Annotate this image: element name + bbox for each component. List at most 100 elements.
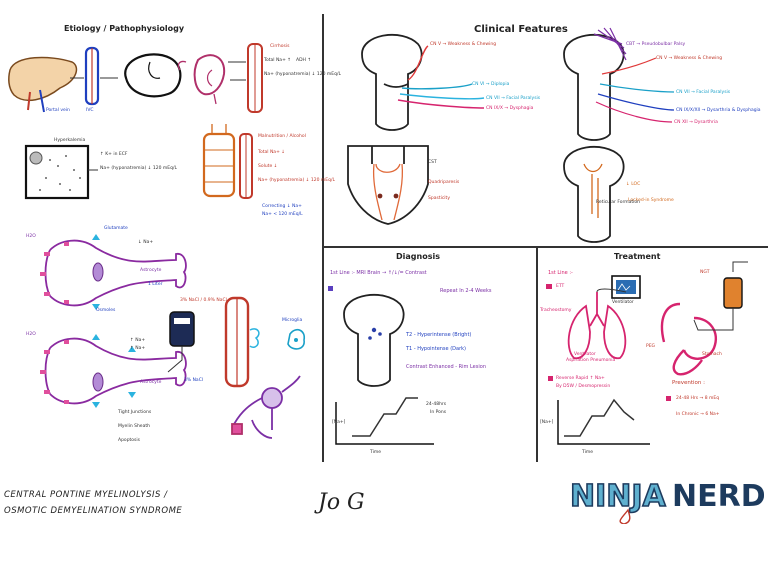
ivc-vessel [70, 46, 118, 106]
neuron-2 [44, 337, 187, 405]
diagram-title-line-1: CENTRAL PONTINE MYELINOLYSIS / [4, 490, 168, 500]
neuron-2-h2o: H2O [26, 332, 36, 337]
treatment-lungs-2: Aspiration Pneumonia [566, 358, 616, 363]
treatment-prevention: Prevention : [672, 380, 706, 386]
hyperkalemia-label: Hyperkalemia [54, 138, 86, 143]
ngt-bag [693, 261, 748, 331]
treatment-reverse-2: By D5W / Desmopressin [556, 384, 611, 389]
treatment-reverse-1: Reverse Rapid ↑ Na+ [556, 376, 605, 381]
diagnosis-contrast: Contrast Enhanced - Rim Lesion [406, 364, 486, 370]
diagnosis-graph-note1: 24-48hrs [426, 402, 447, 407]
malnutrition-label: Malnutrition / Alcohol [258, 134, 306, 139]
cirrhosis-label: Cirrhosis [270, 44, 290, 49]
diag-treatment-divider [536, 246, 538, 462]
ventilator-monitor [611, 275, 641, 299]
cirrhosis-note-1: Total Na+ ↑ [264, 58, 292, 63]
brainstem-right [563, 33, 625, 141]
treatment-graph [557, 398, 650, 445]
treatment-prev-2: In Chronic → 6 Na+ [676, 412, 720, 417]
neuron-2-na-2: ↑ Na+ [130, 346, 146, 351]
hyperkalemia-tank [24, 144, 98, 200]
oligodendrocyte [231, 375, 301, 439]
treatment-title: Treatment [614, 252, 661, 261]
oligo-label-1: Tight Junctions [118, 410, 152, 415]
kidney-illustration [177, 54, 226, 105]
cirrhosis-note-3: Na+ (hyponatremia) ↓ 120 mEq/L [264, 72, 342, 77]
diagnosis-line1b: Repeat In 2-4 Weeks [440, 288, 492, 294]
diagnosis-graph-x: Time [370, 450, 382, 455]
neuron-2-na-1: ↑ Na+ [130, 338, 146, 343]
treatment-graph-y: [Na+] [540, 420, 554, 425]
treatment-ngt: NGT [700, 270, 710, 275]
stomach [660, 302, 717, 376]
brainstem-reticular [563, 145, 625, 243]
clinical-cst: CST [428, 160, 437, 165]
neuron-2-cyan-channels [92, 334, 136, 408]
neuron-1-h2o: H2O [26, 234, 36, 239]
clinical-right-cn12: CN XII → Dysarthria [674, 120, 718, 125]
diagnosis-t1: T1 - Hypointense (Dark) [406, 346, 466, 352]
microglia-label: Microglia [282, 318, 303, 323]
clinical-spasticity: Spasticity [428, 196, 450, 201]
hyper-note-1: ↑ K+ in ECF [100, 152, 128, 157]
correction-note-2: Na+ < 120 mEq/L [262, 212, 303, 217]
malnutrition-note-3: Na+ (hyponatremia) ↓ 120 mEq/L [258, 178, 336, 183]
neuron-1-glutamate: Glutamate [104, 226, 128, 231]
treatment-ett: ETT [556, 284, 565, 289]
portal-label: Portal vein [46, 108, 70, 113]
malnutrition-note-1: Total Na+ ↓ [258, 150, 286, 155]
treatment-drawings [546, 261, 748, 445]
vessel-2 [224, 296, 260, 388]
diagnosis-t2: T2 - Hyperintense (Bright) [406, 332, 472, 338]
neuron-1-na: ↓ Na+ [138, 240, 154, 245]
brainstem-left [361, 33, 423, 131]
whiteboard: Etiology / Pathophysiology Clinical Feat… [8, 14, 768, 462]
ivc-label: IVC [86, 108, 94, 113]
tract-markers [377, 193, 399, 199]
author-signature: Jo G [318, 490, 365, 515]
ninja-nerd-logo: NINJA NERD [569, 478, 764, 524]
diagnosis-bullet [328, 286, 333, 291]
neuron-1-osmoles: Osmoles [96, 308, 116, 313]
neuron-1 [44, 239, 187, 307]
clinical-reticular: Reticular Formation [596, 200, 641, 205]
etiology-title: Etiology / Pathophysiology [64, 24, 185, 33]
treatment-ett-sub: Tracheostomy [540, 308, 572, 313]
clinical-left-cn5: CN V → Weakness & Chewing [430, 42, 497, 47]
neuron-1-liter: 1 Liter [148, 282, 163, 287]
ett-marker [546, 284, 552, 289]
treatment-stomach: Stomach [702, 352, 722, 357]
etiology-drawings [8, 43, 306, 439]
diagnosis-graph-note2: In Pons [430, 410, 447, 415]
reverse-marker [548, 376, 553, 381]
mri-lesion [368, 327, 382, 340]
logo-nerd-text: NERD [672, 479, 764, 514]
clinical-left-cn9: CN IX/X → Dysphagia [486, 106, 534, 111]
treatment-first-line: 1st Line :- [548, 270, 573, 276]
diagnosis-graph-y: [Na+] [332, 420, 346, 425]
iv-bag [167, 311, 195, 373]
clinical-right-cn7: CN VII → Facial Paralysis [676, 90, 731, 95]
clinical-quadriparesis: Quadriparesis [428, 180, 460, 185]
neuron-2-astrocyte: Astrocyte [140, 380, 162, 385]
neuron-1-astrocyte: Astrocyte [140, 268, 162, 273]
diagnosis-graph [335, 397, 434, 445]
neuron-2-channels [40, 340, 69, 404]
neuron-2-nacl: 3% NaCl [184, 378, 204, 383]
cst-tracts [372, 163, 404, 221]
logo-ribbon [619, 508, 631, 524]
treatment-lungs-1: Ventilator [574, 352, 596, 357]
oligo-label-3: Apoptosis [118, 438, 141, 443]
neuron-1-channels [40, 242, 69, 304]
clinical-left-cn6: CN VI → Diplopia [472, 82, 510, 87]
iv-bag-label: 3% NaCl / 0.9% NaCl [180, 298, 227, 303]
correction-note-1: Correcting ↓ Na+ [262, 204, 302, 209]
horizontal-divider [322, 246, 768, 248]
vertical-divider [322, 14, 324, 462]
logo-ninja-text: NINJA [570, 479, 667, 514]
treatment-peg: PEG [646, 344, 656, 349]
cirrhosis-note-2: ADH ↑ [296, 58, 312, 63]
clinical-title: Clinical Features [474, 24, 568, 35]
neuron-1-cyan-channels [92, 234, 100, 310]
clinical-locked-in: Locked-in Syndrome [628, 198, 674, 203]
